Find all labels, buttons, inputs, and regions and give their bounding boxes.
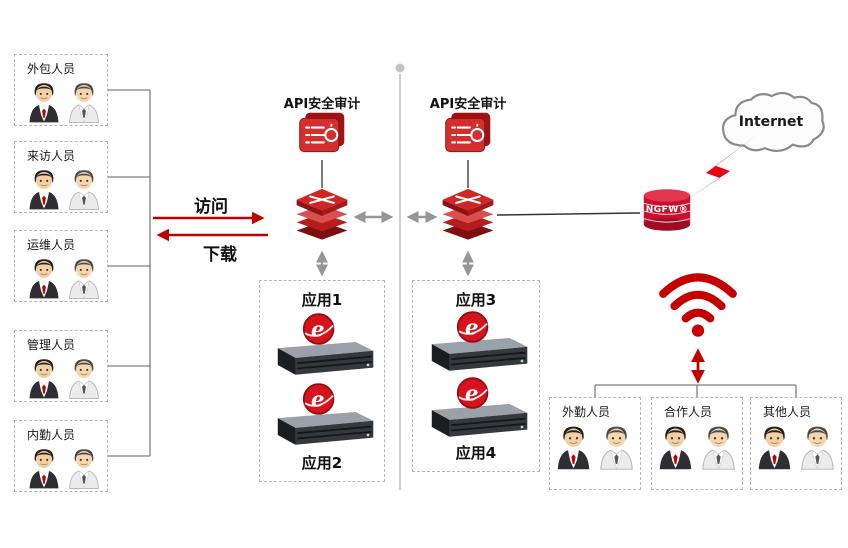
e-badge-icon — [302, 312, 336, 346]
group-box-field: 外勤人员 — [549, 397, 641, 490]
ngfw-label: NGFW® — [645, 205, 689, 215]
app-zone-2: 应用3 应用4 — [412, 280, 540, 472]
divider-dot — [395, 63, 405, 73]
person-icon — [700, 423, 737, 471]
group-label: 管理人员 — [27, 338, 76, 352]
group-label: 合作人员 — [664, 405, 713, 419]
lightning-icon — [680, 134, 758, 204]
person-icon — [67, 356, 101, 400]
group-box-internal: 内勤人员 — [14, 420, 108, 492]
group-box-visitors: 来访人员 — [14, 141, 108, 213]
app-label: 应用4 — [455, 444, 497, 462]
ngfw-firewall: NGFW® — [638, 186, 696, 234]
app-label: 应用1 — [301, 291, 343, 309]
person-icon — [67, 80, 101, 124]
group-box-managers: 管理人员 — [14, 330, 108, 402]
person-icon — [799, 423, 836, 471]
switch2-ngfw-link — [496, 212, 641, 216]
app-label: 应用2 — [301, 454, 343, 472]
app-label: 应用3 — [455, 291, 497, 309]
switch-stack-icon — [439, 184, 497, 248]
person-icon — [657, 423, 694, 471]
right-groups-bracket — [594, 384, 797, 397]
person-pair — [550, 423, 640, 471]
group-label: 外包人员 — [27, 62, 76, 76]
group-box-partners: 合作人员 — [651, 397, 743, 490]
person-pair — [751, 423, 841, 471]
e-badge-icon — [456, 310, 490, 344]
group-label: 内勤人员 — [27, 428, 76, 442]
app-server-2 — [266, 382, 378, 450]
person-icon — [27, 356, 61, 400]
person-icon — [27, 167, 61, 211]
e-badge-icon — [456, 376, 490, 410]
person-icon — [67, 167, 101, 211]
group-box-outsourced: 外包人员 — [14, 54, 108, 126]
person-icon — [27, 80, 61, 124]
person-icon — [67, 256, 101, 300]
person-pair — [15, 167, 107, 211]
group-box-others: 其他人员 — [750, 397, 842, 490]
group-box-ops: 运维人员 — [14, 230, 108, 302]
person-pair — [15, 356, 107, 400]
person-icon — [555, 423, 592, 471]
e-badge-icon — [302, 382, 336, 416]
group-label: 来访人员 — [27, 149, 76, 163]
person-icon — [27, 256, 61, 300]
app-server-4 — [420, 376, 532, 442]
group-label: 外勤人员 — [562, 405, 611, 419]
person-pair — [652, 423, 742, 471]
person-pair — [15, 446, 107, 490]
person-icon — [756, 423, 793, 471]
person-icon — [598, 423, 635, 471]
download-label: 下载 — [203, 245, 237, 265]
app-server-3 — [420, 310, 532, 376]
wifi-icon — [655, 262, 741, 344]
group-label: 运维人员 — [27, 238, 76, 252]
person-icon — [67, 446, 101, 490]
api-audit-label-1: API安全审计 — [283, 97, 361, 112]
app-zone-1: 应用1 应用2 — [259, 280, 385, 482]
left-groups-bracket — [108, 89, 151, 457]
app-server-1 — [266, 312, 378, 380]
api-audit-appliance-icon — [296, 110, 348, 160]
internet-label: Internet — [738, 114, 804, 130]
api-audit-label-2: API安全审计 — [429, 97, 507, 112]
switch-stack-icon — [293, 184, 351, 248]
person-pair — [15, 256, 107, 300]
person-pair — [15, 80, 107, 124]
group-label: 其他人员 — [763, 405, 812, 419]
person-icon — [27, 446, 61, 490]
api-audit-appliance-icon — [442, 110, 494, 160]
internet-cloud: Internet — [712, 90, 830, 160]
access-label: 访问 — [194, 197, 228, 217]
